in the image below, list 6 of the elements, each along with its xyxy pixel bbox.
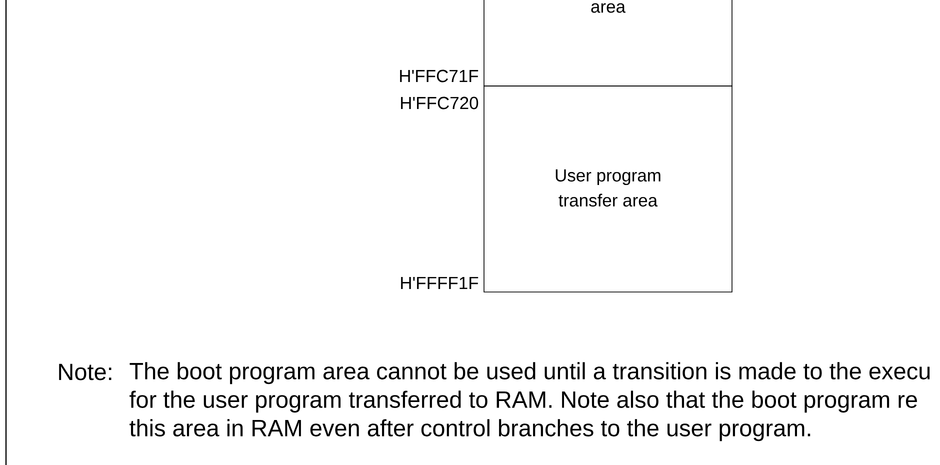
address-label: H'FFC71F — [400, 70, 478, 82]
note-label: Note: — [59, 364, 112, 380]
memory-area-box: area — [484, 0, 732, 86]
memory-area-box: User program transfer area — [484, 86, 732, 292]
address-label: H'FFC720 — [401, 96, 478, 110]
note-text: The boot program area cannot be used until a transition is made to the execu for the user program transferred to RAM. Note also that the boot program re this area in RAM even after control branches to the user program. — [130, 362, 930, 442]
